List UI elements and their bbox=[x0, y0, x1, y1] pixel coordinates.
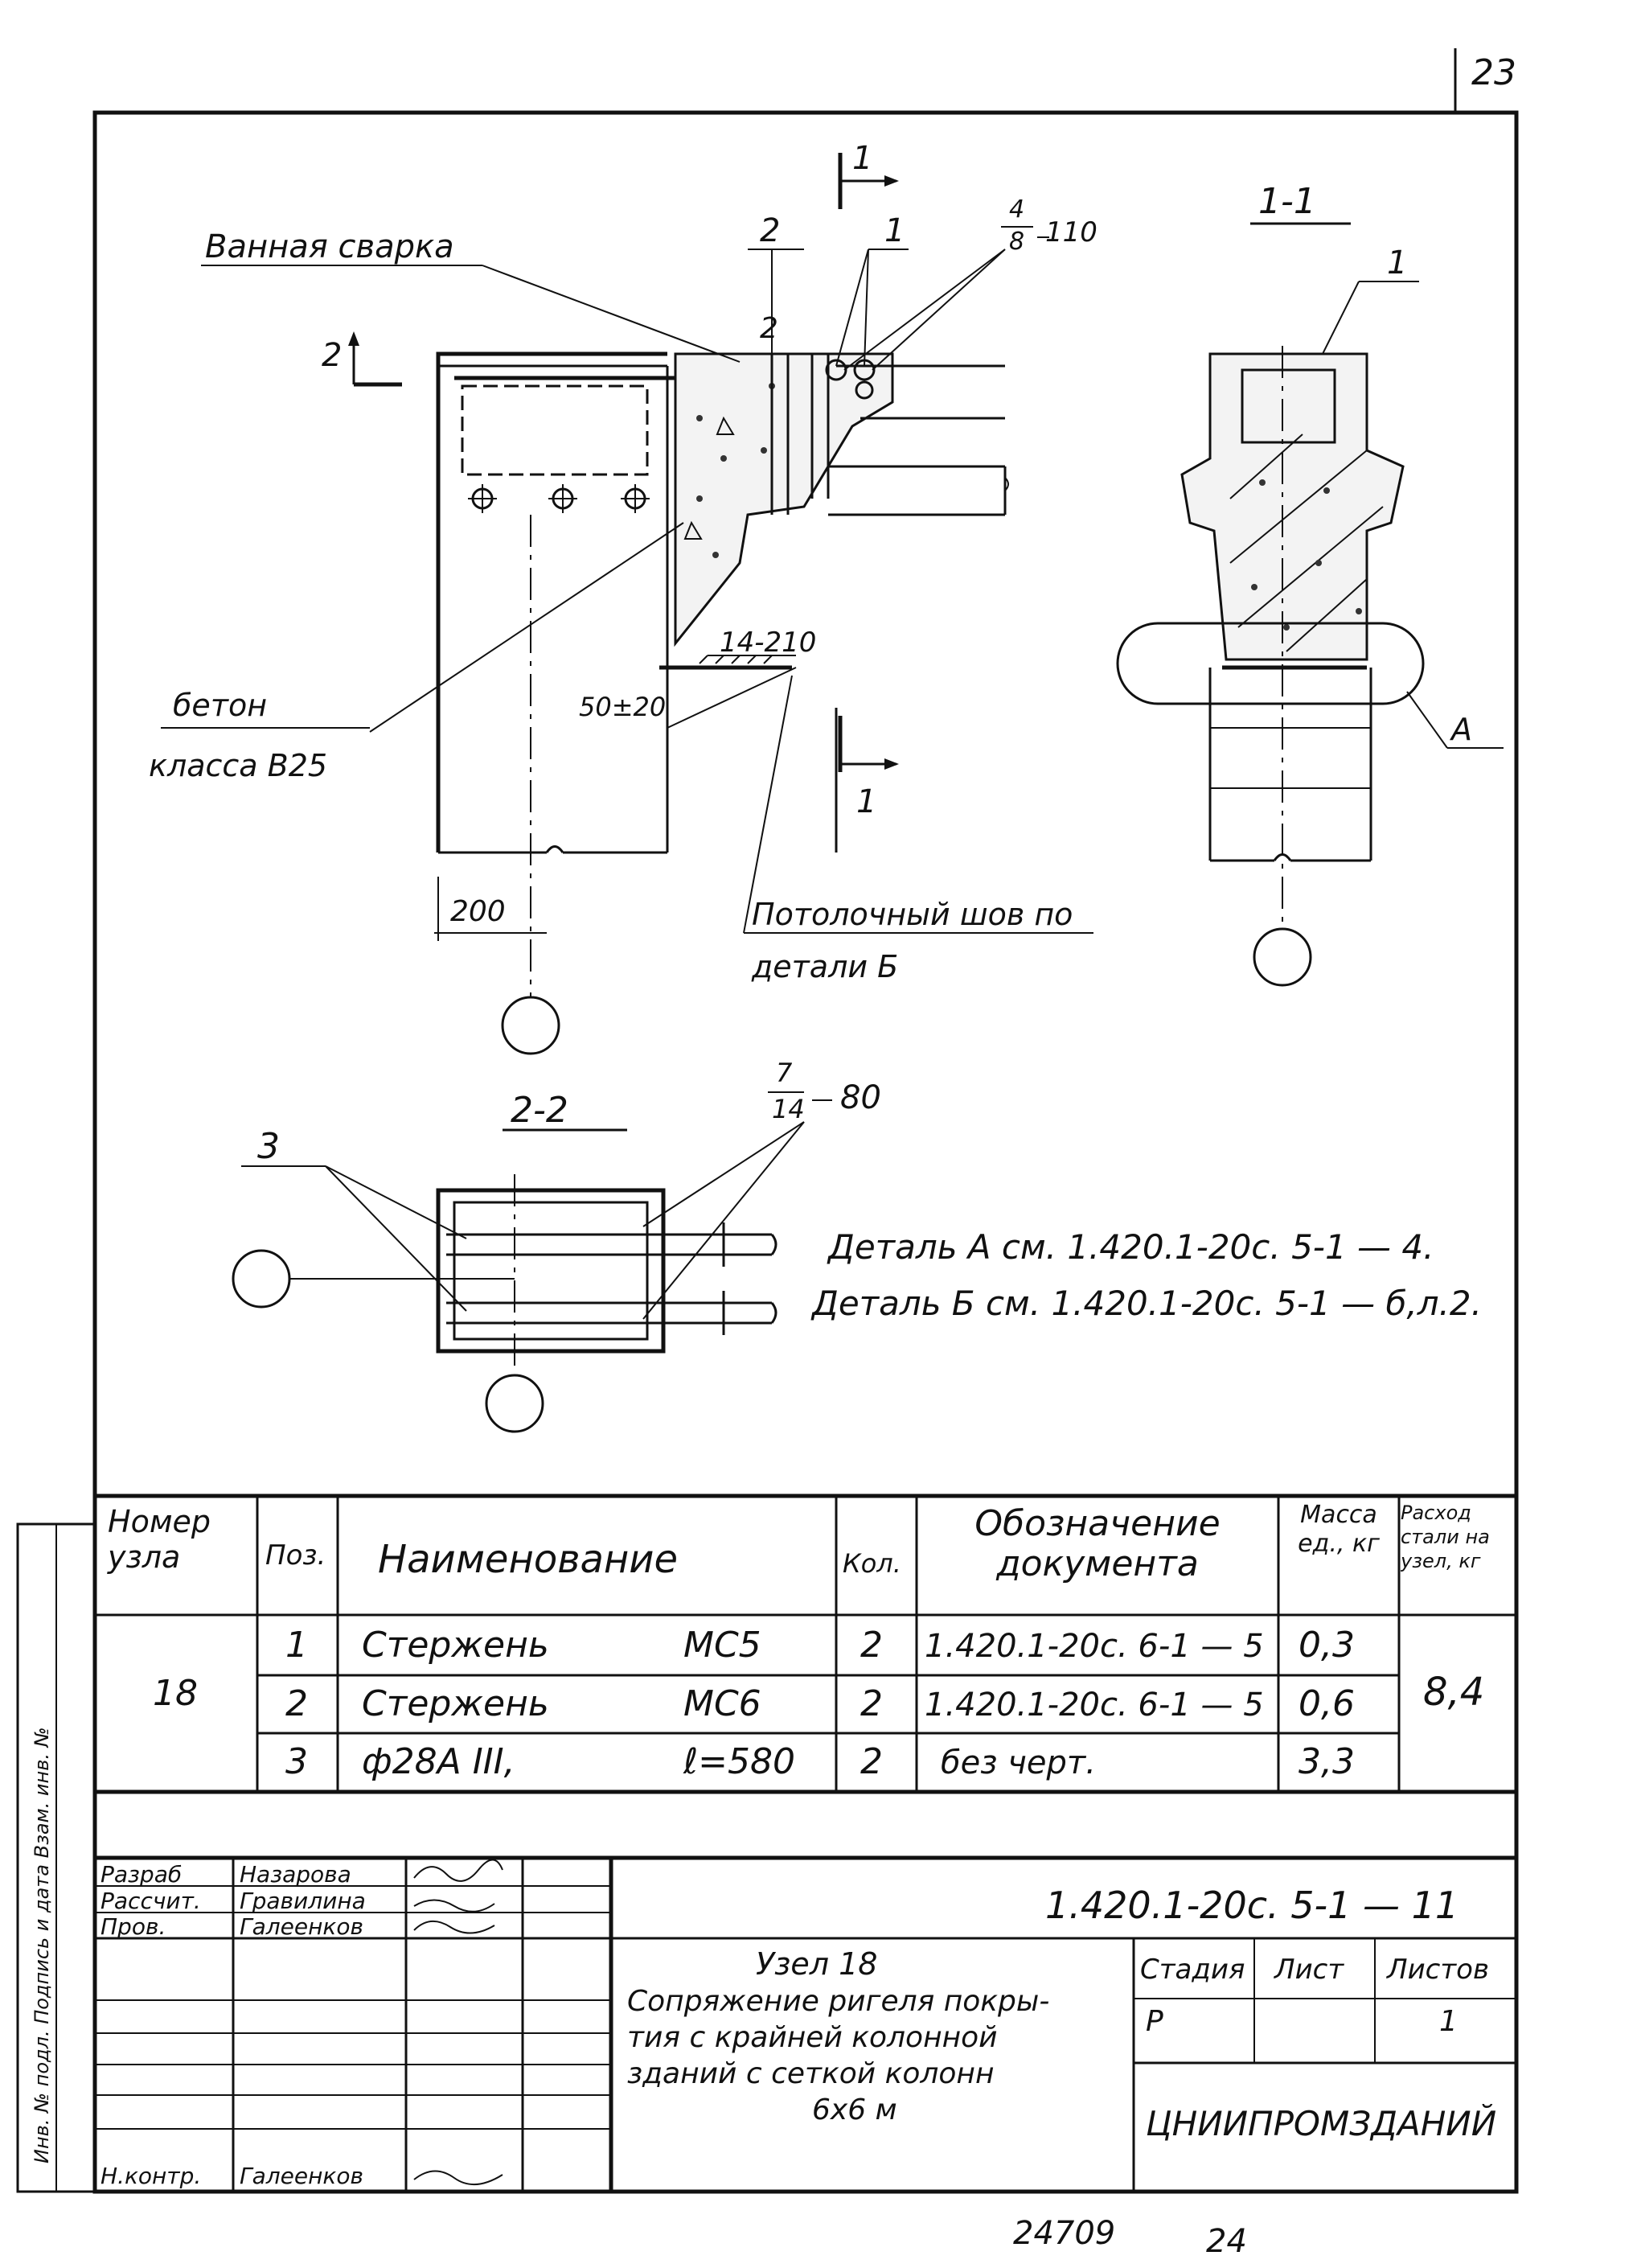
weld-22-len: 80 bbox=[840, 1079, 881, 1116]
callout-concrete-1: бетон bbox=[173, 688, 267, 723]
table-row: 1 Стержень МС5 2 1.420.1-20с. 6-1 — 5 0,… bbox=[285, 1625, 1355, 1666]
stage-label: Стадия bbox=[1140, 1954, 1245, 1986]
pos-1-label-b: 1 bbox=[1387, 244, 1407, 281]
section-2-2: 2-2 3 7 14 80 bbox=[232, 1058, 881, 1433]
weld-22-num: 7 bbox=[776, 1058, 793, 1088]
cell-steel-total: 8,4 bbox=[1423, 1670, 1484, 1715]
title-line-3: тия с крайней колонной bbox=[627, 2021, 998, 2054]
sheet-label: Лист bbox=[1273, 1954, 1344, 1986]
title-line-1: Узел 18 bbox=[756, 1946, 877, 1982]
header-name: Наименование bbox=[378, 1537, 678, 1582]
row-qty: 2 bbox=[860, 1683, 883, 1724]
pos-1-label-a: 1 bbox=[884, 212, 905, 249]
row-pos: 1 bbox=[285, 1625, 308, 1666]
detail-A-label: А bbox=[1449, 712, 1472, 747]
table-row: 3 ф28А III, ℓ=580 2 без черт. 3,3 bbox=[285, 1741, 1355, 1782]
weld-bottom-label: 14-210 bbox=[720, 627, 816, 659]
row-doc: без черт. bbox=[941, 1744, 1096, 1781]
title-line-5: 6х6 м bbox=[812, 2093, 897, 2126]
weld-top-num: 4 bbox=[1009, 195, 1024, 224]
callout-bath-weld: Ванная сварка bbox=[205, 228, 454, 265]
org-name: ЦНИИПРОМЗДАНИЙ bbox=[1146, 2103, 1496, 2143]
role-developer: Разраб bbox=[101, 1861, 182, 1888]
row-mark: МС5 bbox=[683, 1625, 761, 1666]
row-name: ф28А III, bbox=[362, 1741, 515, 1782]
section-1-bottom: 1 bbox=[856, 783, 876, 820]
role-checker: Пров. bbox=[101, 1913, 166, 1940]
row-pos: 3 bbox=[285, 1741, 308, 1782]
pos-2-label-b: 2 bbox=[760, 312, 778, 345]
section-1-1: 1-1 1 А bbox=[1116, 181, 1504, 987]
role-norm-control: Н.контр. bbox=[101, 2163, 201, 2189]
header-pos: Поз. bbox=[265, 1539, 326, 1572]
axis-bubble-22-left bbox=[232, 1249, 291, 1309]
section-22-title: 2-2 bbox=[511, 1090, 568, 1131]
row-mass: 3,3 bbox=[1299, 1741, 1355, 1782]
name-calc: Гравилина bbox=[240, 1888, 366, 1914]
callout-overhead-2: детали Б bbox=[751, 949, 898, 984]
note-detail-B: Деталь Б см. 1.420.1-20с. 5-1 — б,л.2. bbox=[810, 1284, 1482, 1323]
row-mark: МС6 bbox=[683, 1683, 761, 1724]
axis-bubble-22-bottom bbox=[485, 1374, 544, 1433]
title-line-4: зданий с сеткой колонн bbox=[627, 2057, 995, 2090]
row-pos: 2 bbox=[285, 1683, 308, 1724]
row-name: Стержень bbox=[362, 1625, 549, 1666]
note-detail-A: Деталь А см. 1.420.1-20с. 5-1 — 4. bbox=[827, 1227, 1434, 1267]
callout-overhead-1: Потолочный шов по bbox=[752, 897, 1073, 932]
section-11-title: 1-1 bbox=[1258, 181, 1316, 222]
weld-22-den: 14 bbox=[772, 1094, 805, 1124]
row-doc: 1.420.1-20с. 6-1 — 5 bbox=[925, 1628, 1264, 1665]
title-line-2: Сопряжение ригеля покры- bbox=[627, 1985, 1049, 2018]
header-qty: Кол. bbox=[843, 1548, 901, 1579]
title-block: Разраб Рассчит. Пров. Н.контр. Назарова … bbox=[95, 1855, 1516, 2192]
row-qty: 2 bbox=[860, 1741, 883, 1782]
main-elevation: 14-210 50±20 200 бетон класса B25 Ванная… bbox=[149, 140, 1097, 1055]
table-row: 2 Стержень МС6 2 1.420.1-20с. 6-1 — 5 0,… bbox=[285, 1683, 1355, 1724]
signature bbox=[413, 1921, 495, 1934]
weld-top-den: 8 bbox=[1009, 228, 1024, 256]
row-qty: 2 bbox=[860, 1625, 883, 1666]
header-mass: Масса ед., кг bbox=[1298, 1501, 1380, 1558]
dim-200-label: 200 bbox=[450, 895, 506, 928]
sheet-frame bbox=[92, 110, 1519, 2194]
sheets-label: Листов bbox=[1385, 1954, 1489, 1986]
cell-node: 18 bbox=[153, 1673, 198, 1714]
axis-bubble bbox=[501, 996, 560, 1055]
spec-table: Номер узла Поз. Наименование Кол. Обозна… bbox=[95, 1494, 1516, 1794]
page-number: 23 bbox=[1471, 52, 1516, 93]
row-mass: 0,3 bbox=[1299, 1625, 1355, 1666]
section-2-mark: 2 bbox=[322, 337, 342, 374]
doc-code: 1.420.1-20с. 5-1 — 11 bbox=[1045, 1884, 1459, 1927]
pos-3-label: 3 bbox=[257, 1126, 280, 1167]
name-developer: Назарова bbox=[240, 1861, 351, 1888]
row-mass: 0,6 bbox=[1299, 1683, 1355, 1724]
name-checker: Галеенков bbox=[240, 1913, 363, 1940]
header-node-num: Номер узла bbox=[108, 1504, 211, 1575]
role-calc: Рассчит. bbox=[101, 1888, 201, 1914]
footer-right-number: 24 bbox=[1206, 2223, 1247, 2260]
row-doc: 1.420.1-20с. 6-1 — 5 bbox=[925, 1687, 1264, 1724]
row-name: Стержень bbox=[362, 1683, 549, 1724]
footer-left-number: 24709 bbox=[1013, 2215, 1115, 2252]
signature bbox=[413, 1899, 495, 1913]
axis-bubble-11 bbox=[1253, 927, 1312, 987]
side-stamp-text: Инв. № подл. Подпись и дата Взам. инв. № bbox=[31, 1727, 53, 2163]
signature bbox=[413, 2170, 503, 2186]
callout-concrete-2: класса B25 bbox=[149, 748, 327, 783]
section-1-top: 1 bbox=[852, 140, 872, 177]
signature bbox=[413, 1859, 503, 1882]
row-mark: ℓ=580 bbox=[683, 1741, 795, 1782]
stage-value: Р bbox=[1146, 2005, 1163, 2038]
header-doc: Обозначение документа bbox=[974, 1504, 1221, 1584]
header-steel: Расход стали на узел, кг bbox=[1401, 1502, 1490, 1572]
weld-top-len: 110 bbox=[1045, 216, 1097, 249]
pos-2-label-a: 2 bbox=[760, 212, 780, 249]
name-norm-control: Галеенков bbox=[240, 2163, 363, 2189]
sheets-value: 1 bbox=[1439, 2005, 1458, 2038]
dim-gap-label: 50±20 bbox=[579, 692, 666, 722]
